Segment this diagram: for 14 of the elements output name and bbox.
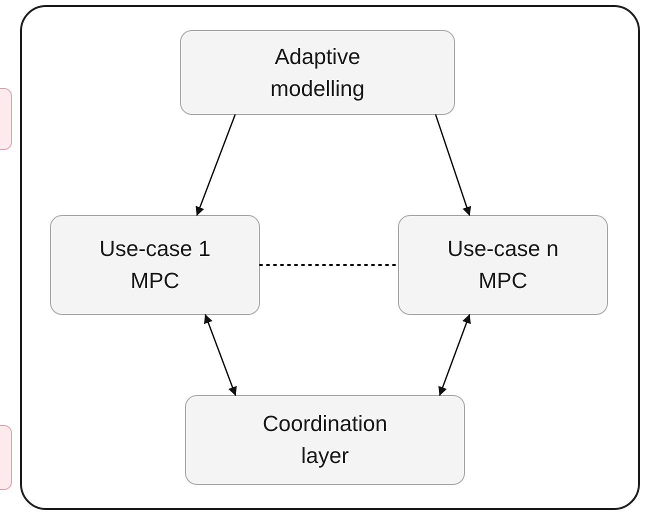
container-box [20, 5, 640, 510]
node-label: Use-case n MPC [446, 235, 560, 295]
node-label: Adaptive modelling [269, 42, 366, 103]
dotted-line [259, 264, 399, 266]
process-box [50, 215, 260, 315]
process-box [180, 30, 455, 115]
arrow [204, 314, 237, 396]
process-box [185, 395, 465, 485]
node-label: Use-case 1 MPC [98, 235, 212, 295]
arrow [438, 314, 471, 396]
arrow [435, 114, 472, 216]
arrow [196, 114, 236, 216]
process-box [398, 215, 608, 315]
node-label: Coordination layer [262, 410, 388, 470]
